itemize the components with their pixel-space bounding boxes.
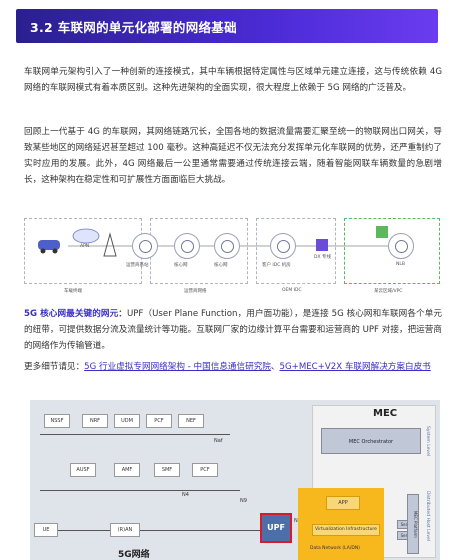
n6-label: N6 [294, 518, 301, 524]
data-network-label: Data Network (LA/DN) [310, 546, 360, 551]
paragraph-upf: 5G 核心网最关键的网元：UPF（User Plane Function，用户面… [24, 306, 442, 354]
group-idc [256, 218, 336, 284]
car-icon [38, 240, 60, 250]
nf-amf: AMF [114, 463, 140, 477]
chip-icon [316, 239, 328, 251]
section-title: 3.2 车联网的单元化部署的网络基础 [30, 20, 237, 35]
mec-title: MEC [373, 408, 398, 419]
paragraph-intro: 车联网单元架构引入了一种创新的连接模式，其中车辆根据特定属性与区域单元建立连接，… [24, 67, 442, 93]
paragraph-more-details: 更多细节请见：5G 行业虚拟专网网络架构 - 中国信息通信研究院、5G+MEC+… [24, 359, 442, 375]
nlb-node [388, 233, 414, 259]
group-cloud [344, 218, 440, 284]
network-flow-diagram: APN 运营商基站 核心网 核心网 客户 IDC 机房 DX 专线 NLB 车载… [24, 212, 442, 296]
nlb-label: NLB [396, 262, 405, 267]
virtualization-box: Virtualization Infrastructure [312, 524, 380, 536]
idc-node [270, 233, 296, 259]
nf-nssf: NSSF [44, 414, 70, 428]
cloud-region-icon [376, 226, 388, 238]
base-label: 运营商基站 [126, 263, 149, 268]
core-label-1: 核心网 [174, 263, 188, 268]
core-node-1 [174, 233, 200, 259]
n9-label: N9 [240, 498, 247, 504]
section-label-terminal: 车载终端 [64, 289, 82, 294]
core-node-2 [214, 233, 240, 259]
section-label-operator: 运营商网络 [184, 289, 207, 294]
mec-platform-box: MEC Platform [407, 494, 419, 554]
upf-node: UPF [260, 513, 292, 543]
apn-label: APN [80, 244, 90, 249]
link-separator: 、 [270, 362, 280, 372]
link-mec-whitepaper[interactable]: 5G+MEC+V2X 车联网解决方案白皮书 [279, 362, 431, 372]
cloud-icon [72, 228, 100, 244]
nf-ue: UE [34, 523, 58, 537]
mec-orchestrator: MEC Orchestrator [321, 428, 421, 454]
section-banner: 3.2 车联网的单元化部署的网络基础 [16, 9, 438, 43]
idc-label: 客户 IDC 机房 [262, 263, 291, 268]
core-label-2: 核心网 [214, 263, 228, 268]
mec-architecture-diagram: NSSF NRF UDM PCF NEF Naf AUSF AMF SMF PC… [30, 400, 440, 560]
nf-pcf-mid: PCF [192, 463, 218, 477]
link-virtual-network[interactable]: 5G 行业虚拟专网网络架构 - 中国信息通信研究院 [84, 362, 271, 372]
dx-label: DX 专线 [314, 255, 331, 260]
base-station-node [132, 233, 158, 259]
more-prefix: 更多细节请见： [24, 362, 85, 372]
system-level-label: System Level [425, 426, 430, 457]
nf-nef: NEF [178, 414, 204, 428]
nf-udm: UDM [114, 414, 140, 428]
nf-pcf-top: PCF [146, 414, 172, 428]
upf-lead: 5G 核心网最关键的网元： [24, 309, 127, 319]
nf-smf: SMF [154, 463, 180, 477]
section-label-cloud: 某云区域/VPC [374, 289, 403, 294]
section-label-idc: OEM IDC [282, 288, 302, 293]
diagram-lines [38, 226, 400, 257]
app-box: APP [326, 496, 360, 510]
n4-label: N4 [182, 492, 189, 498]
upf-body: UPF（User Plane Function，用户面功能），是连接 5G 核心… [24, 309, 442, 351]
paragraph-4g-review: 回顾上一代基于 4G 的车联网，其网络链路冗长，全国各地的数据流量需要汇聚至统一… [24, 127, 442, 185]
naf-label: Naf [214, 438, 223, 444]
tower-icon [103, 232, 117, 257]
nf-nrf: NRF [82, 414, 108, 428]
nf-ran: (R)AN [110, 523, 140, 537]
g5-network-label: 5G网络 [118, 550, 150, 560]
nf-ausf: AUSF [70, 463, 96, 477]
distributed-level-label: Distributed Host Level [425, 491, 430, 542]
